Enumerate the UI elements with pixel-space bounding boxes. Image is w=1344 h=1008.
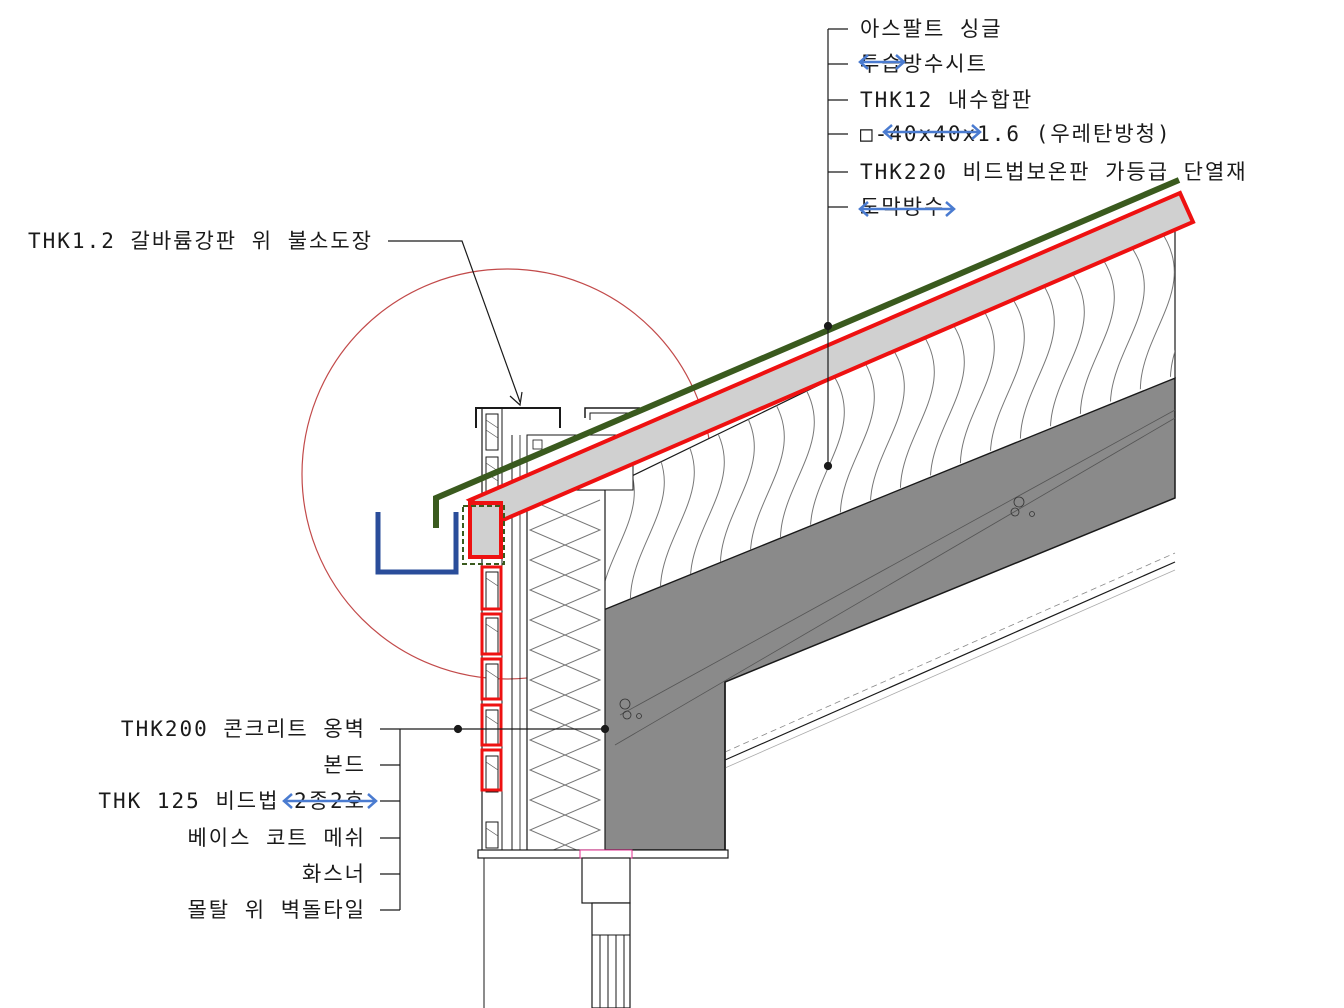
wall-label-concrete: THK200 콘크리트 옹벽 bbox=[120, 717, 366, 741]
sill-block bbox=[581, 857, 631, 904]
brick-tile-facing bbox=[485, 413, 499, 849]
blue-gutter-highlight bbox=[375, 512, 459, 575]
roof-label-asphalt-shingle: 아스팔트 싱글 bbox=[860, 17, 1003, 41]
roof-label-insulation: THK220 비드법보온판 가등급 단열재 bbox=[860, 160, 1248, 184]
green-dashed-box bbox=[462, 505, 505, 565]
roof-label-waterproofing: 도막방수 bbox=[860, 195, 946, 219]
roof-label-steel-pipe: □-40x40x1.6 (우레탄방청) bbox=[860, 122, 1172, 146]
parapet-label-leader bbox=[388, 240, 523, 407]
wall-label-base-coat-mesh: 베이스 코트 메쉬 bbox=[187, 826, 366, 850]
red-highlight-fascia bbox=[468, 501, 503, 559]
double-arrow-icon bbox=[282, 793, 378, 809]
roof-label-breathable-membrane: 투습방수시트 bbox=[860, 52, 988, 76]
parapet-label-galvalume: THK1.2 갈바륨강판 위 불소도장 bbox=[28, 229, 373, 253]
double-arrow-icon bbox=[858, 54, 906, 70]
roof-label-leaders bbox=[823, 28, 848, 471]
double-arrow-icon bbox=[858, 201, 956, 217]
red-highlight-brick-tiles bbox=[480, 565, 503, 792]
roof-label-plywood: THK12 내수합판 bbox=[860, 88, 1034, 112]
wall-label-brick-tile: 몰탈 위 벽돌타일 bbox=[187, 898, 366, 922]
wall-label-leaders bbox=[380, 724, 610, 911]
wall-label-fastener: 화스너 bbox=[302, 862, 366, 886]
wall-label-bond: 본드 bbox=[323, 753, 366, 777]
double-arrow-icon bbox=[882, 124, 982, 140]
green-highlight-shingle bbox=[433, 177, 1181, 528]
galvalume-flashing bbox=[475, 407, 561, 428]
